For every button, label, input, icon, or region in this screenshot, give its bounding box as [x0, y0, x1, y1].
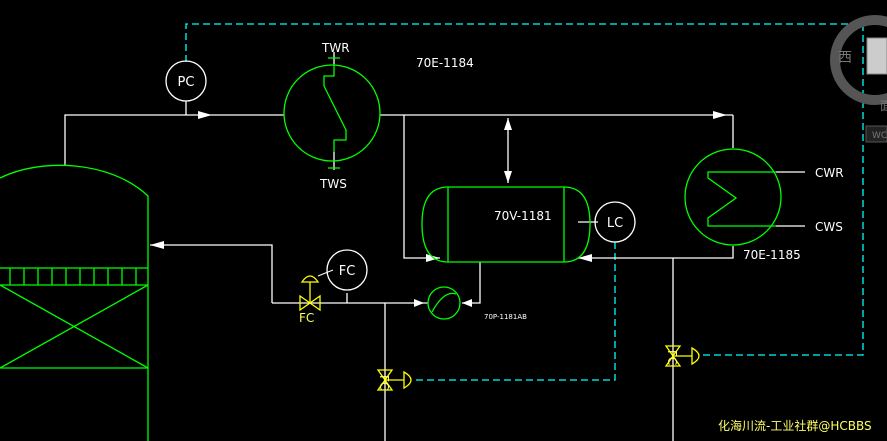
exchanger-2-coil — [707, 171, 776, 227]
arrow-vapor — [198, 111, 212, 119]
reflux-pump — [427, 286, 461, 320]
exchanger-2-tag: 70E-1185 — [743, 248, 801, 262]
arrow-pump-in — [462, 299, 472, 307]
arrow-vent-up — [504, 118, 512, 130]
control-valve-3[interactable] — [664, 345, 700, 367]
svg-text:FC: FC — [339, 264, 356, 279]
reflux-drum — [421, 186, 591, 263]
valve-3-label: FC — [665, 350, 679, 365]
arrow-vent-down — [504, 171, 512, 183]
view-cube-overlay[interactable]: 西 面 WC — [830, 15, 887, 143]
compass-side-label: 面 — [880, 99, 887, 113]
flow-arrows — [150, 111, 727, 307]
valve-1-signal — [317, 269, 334, 277]
drum-tag: 70V-1181 — [494, 209, 552, 223]
wcs-button-label: WC — [872, 131, 887, 141]
exchanger-1-outlet-label: TWR — [321, 41, 350, 55]
svg-text:LC: LC — [607, 216, 623, 231]
arrow-reflux — [150, 241, 164, 249]
signal-line-lc — [415, 242, 616, 381]
svg-text:PC: PC — [178, 75, 195, 90]
exchanger-1-tag: 70E-1184 — [416, 56, 474, 70]
compass-west-label: 西 — [838, 50, 852, 66]
arrow-drum-in-2 — [578, 254, 592, 262]
signal-lines — [185, 23, 864, 381]
exchanger-2-inlet-label: CWS — [815, 220, 843, 234]
arrow-to-e2 — [713, 111, 727, 119]
signal-line-pc — [185, 23, 864, 356]
exchanger-2-outlet-label: CWR — [815, 166, 844, 180]
arrow-pump-out — [414, 299, 424, 307]
exchanger-2 — [684, 148, 782, 246]
watermark: 化海川流-工业社群@HCBBS — [718, 418, 872, 433]
distillation-column — [0, 164, 149, 441]
wcs-button — [865, 125, 887, 143]
valve-2-label: FC — [377, 375, 391, 390]
instrument-pc[interactable]: PC — [165, 60, 207, 102]
exchanger-1-coil — [323, 64, 347, 152]
pump-tag: 70P-1181AB — [484, 313, 527, 321]
valve-1-label: FC — [299, 311, 314, 325]
process-lines — [64, 52, 805, 441]
view-cube-face — [866, 37, 887, 75]
instrument-fc[interactable]: FC — [326, 249, 368, 291]
column-packing-grid — [9, 268, 137, 285]
instrument-lc[interactable]: LC — [594, 201, 636, 243]
control-valve-2[interactable] — [376, 369, 412, 391]
exchanger-1 — [283, 57, 381, 169]
control-valve-1[interactable] — [299, 275, 321, 312]
exchanger-1-inlet-label: TWS — [319, 177, 347, 191]
